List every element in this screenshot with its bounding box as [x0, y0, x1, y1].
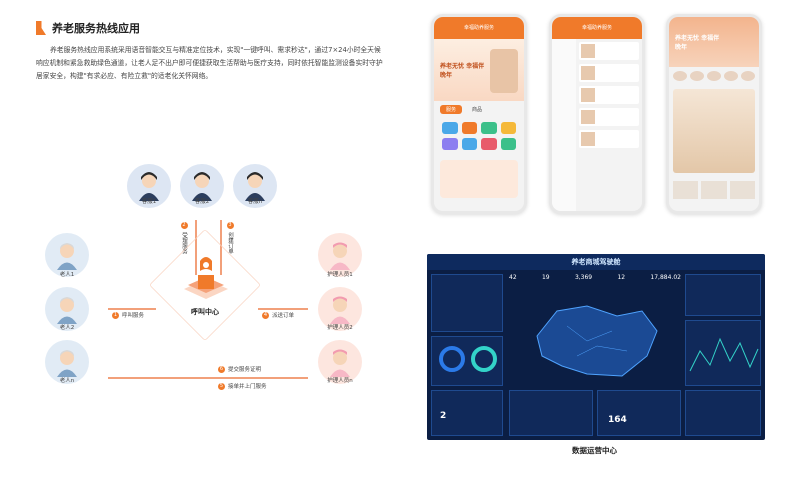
nurse-avatar-n [318, 340, 362, 384]
agent-avatar-n [233, 164, 277, 208]
elder-label-n: 老人n [59, 378, 75, 384]
arrow-center-to-nurse [258, 308, 308, 310]
map-view [527, 296, 667, 386]
stats-row: 42 19 3,369 12 17,884.02 [509, 274, 681, 292]
room-thumbs [669, 177, 759, 203]
service-grid [434, 118, 524, 154]
nurse-avatar-2 [318, 287, 362, 331]
service-tile[interactable] [500, 138, 516, 150]
stat-value: 42 [509, 274, 517, 281]
stat-value: 3,369 [574, 274, 593, 281]
dashboard-title: 养老商城驾驶舱 [427, 254, 765, 270]
panel-left-bottom: 2 [431, 390, 503, 436]
banner-text: 养老无忧 幸福伴晚年 [440, 63, 485, 79]
room-icon[interactable] [724, 71, 738, 81]
dashboard-caption: 数据运营中心 [572, 446, 617, 455]
room-icon[interactable] [673, 71, 687, 81]
list-item[interactable] [579, 64, 639, 82]
section-title: 养老服务热线应用 [52, 22, 140, 35]
list-item[interactable] [579, 130, 639, 148]
phone-home-banner: 养老无忧 幸福伴晚年 [434, 39, 524, 101]
section-header: 养老服务热线应用 [36, 20, 140, 36]
center-label: 呼叫中心 [191, 308, 219, 316]
phone-list-body [552, 39, 642, 211]
agent-avatar-1 [127, 164, 171, 208]
dashboard-count-2: 164 [608, 415, 627, 425]
list-item[interactable] [579, 86, 639, 104]
panel-left-top [431, 274, 503, 332]
phone-home: 幸福助养服务 养老无忧 幸福伴晚年 服务 商品 [431, 14, 527, 214]
call-center-icon [176, 255, 236, 305]
service-tile[interactable] [442, 122, 458, 134]
elder-avatar-1 [45, 233, 89, 277]
tab-goods[interactable]: 商品 [472, 107, 483, 113]
elder-label-2: 老人2 [59, 325, 75, 331]
list-item[interactable] [579, 42, 639, 60]
agent-label-n: 客服n [247, 199, 263, 205]
phone-list-bar: 幸福助养服务 [552, 17, 642, 39]
arrow-service-return [108, 377, 308, 379]
stat-value: 19 [541, 274, 550, 281]
room-thumb[interactable] [701, 181, 727, 199]
service-tile[interactable] [481, 138, 497, 150]
list-item[interactable] [579, 108, 639, 126]
panel-center-table [509, 390, 593, 436]
elder-label-1: 老人1 [59, 272, 75, 278]
phone-room-banner: 养老无忧 幸福伴晚年 [669, 17, 759, 67]
room-icon[interactable] [707, 71, 721, 81]
panel-right-chart [685, 320, 761, 386]
service-tile[interactable] [461, 138, 477, 150]
panel-right-top [685, 274, 761, 316]
nurse-label-2: 护理人员2 [327, 325, 353, 331]
panel-center-gauge: 164 [597, 390, 681, 436]
phone-list: 幸福助养服务 [549, 14, 645, 214]
phone-room: 养老无忧 幸福伴晚年 [666, 14, 762, 214]
promo-card[interactable] [440, 160, 518, 198]
category-sidebar[interactable] [552, 39, 576, 211]
data-dashboard: 养老商城驾驶舱 2 42 19 3,369 12 17,884.02 164 [427, 254, 765, 440]
agent-avatar-2 [180, 164, 224, 208]
section-icon [36, 21, 46, 35]
service-tile[interactable] [500, 122, 516, 134]
service-tile[interactable] [442, 138, 458, 150]
service-tile[interactable] [461, 122, 477, 134]
panel-left-mid [431, 336, 503, 386]
nurse-label-1: 护理人员1 [327, 272, 353, 278]
room-icon[interactable] [690, 71, 704, 81]
section-intro: 养老服务热线应用系统采用语音智能交互与精准定位技术，实现"一键呼叫、需求秒达"，… [36, 46, 383, 80]
dashboard-count-1: 2 [440, 411, 447, 421]
elder-avatar-2 [45, 287, 89, 331]
agent-label-2: 客服2 [194, 199, 210, 205]
room-icon[interactable] [741, 71, 755, 81]
agent-label-1: 客服1 [141, 199, 157, 205]
room-3d-view [673, 89, 755, 173]
nurse-label-n: 护理人员n [327, 378, 353, 384]
arrow-agents-to-center [220, 220, 222, 275]
nurse-avatar-1 [318, 233, 362, 277]
stat-value: 17,884.02 [650, 274, 681, 281]
room-thumb[interactable] [673, 181, 699, 199]
panel-right-table [685, 390, 761, 436]
tab-service[interactable]: 服务 [440, 105, 463, 114]
stat-value: 12 [617, 274, 626, 281]
room-icons [669, 67, 759, 85]
room-thumb[interactable] [729, 181, 755, 199]
phone-home-tabs: 服务 商品 [434, 101, 524, 118]
room-banner-text: 养老无忧 幸福伴晚年 [675, 35, 720, 51]
product-list [576, 39, 642, 211]
arrow-elder-to-center [108, 308, 156, 310]
arrow-center-to-agents [195, 220, 197, 275]
service-tile[interactable] [481, 122, 497, 134]
phone-home-bar: 幸福助养服务 [434, 17, 524, 39]
elder-avatar-n [45, 340, 89, 384]
